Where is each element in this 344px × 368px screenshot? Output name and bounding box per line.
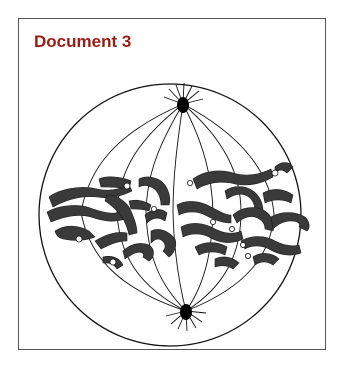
chromosome — [46, 205, 126, 223]
chromosomes — [46, 162, 310, 270]
spindle-fiber — [172, 103, 187, 312]
spindle-fiber — [116, 103, 187, 312]
chromosome — [138, 176, 171, 206]
chromosome — [54, 225, 96, 241]
chromosome — [194, 242, 228, 256]
chromosome — [122, 243, 154, 262]
chromosome — [128, 199, 152, 212]
chromosome — [232, 207, 274, 232]
chromosome — [94, 232, 128, 250]
metaphase-cell-diagram — [38, 82, 310, 347]
centromere — [209, 218, 216, 225]
chromosome — [176, 201, 232, 224]
chromosome — [252, 253, 280, 266]
document-frame: Document 3 — [18, 18, 326, 350]
centrosome-bottom — [180, 304, 192, 320]
chromosome — [48, 184, 133, 208]
document-title: Document 3 — [34, 32, 132, 51]
chromosome — [180, 223, 244, 243]
centromere — [228, 225, 235, 232]
chromosome — [144, 209, 168, 224]
centromere — [75, 235, 83, 243]
centrosome-top — [177, 97, 189, 113]
chromosome — [192, 168, 274, 190]
chromosome — [98, 176, 132, 190]
spindle-fibers — [80, 103, 275, 312]
chromosome — [104, 194, 138, 236]
chromosome — [224, 186, 264, 212]
centromere — [109, 258, 117, 266]
centromere — [123, 182, 131, 190]
centromere — [239, 241, 246, 248]
chromosome — [214, 256, 240, 270]
chromosome — [150, 229, 177, 258]
chromosome — [240, 236, 302, 256]
centromere — [186, 179, 193, 186]
centromere — [271, 169, 279, 177]
spindle-fiber — [182, 103, 275, 312]
chromosome — [262, 189, 294, 204]
spindle-fiber — [145, 103, 187, 312]
centromere — [150, 205, 157, 212]
chromosome — [270, 212, 310, 232]
centromeres — [75, 169, 279, 266]
centromere — [244, 252, 251, 259]
